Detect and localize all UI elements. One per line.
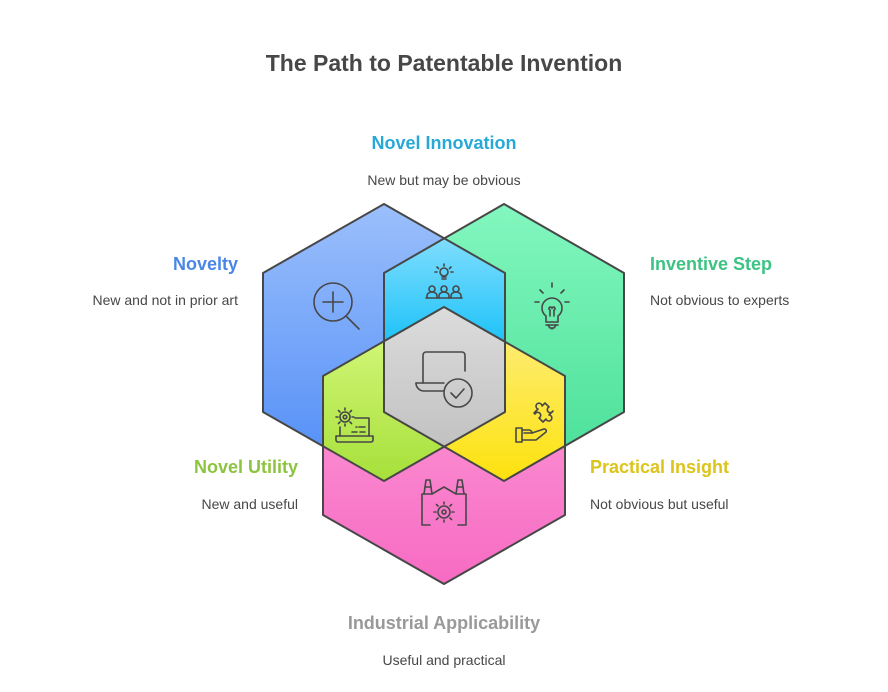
outline-industrial-applicability [322, 306, 566, 585]
label-novel-utility: Novel Utility [193, 457, 298, 477]
region-patentable [384, 307, 505, 446]
region-practical-insight [444, 342, 565, 481]
label-practical-insight: Practical Insight [590, 457, 730, 477]
label-novel-innovation: Novel Innovation [371, 133, 517, 153]
desc-practical-insight: Not obvious but useful [590, 496, 729, 512]
outline-inventive-step [383, 203, 625, 482]
team-idea-icon [425, 263, 463, 299]
hand-puzzle-icon [515, 402, 554, 443]
label-inventive-step: Inventive Step [650, 254, 773, 274]
desc-inventive-step: Not obvious to experts [650, 292, 790, 308]
lightbulb-icon [534, 282, 570, 330]
region-novel-innovation [384, 238, 505, 342]
desc-novel-innovation: New but may be obvious [367, 172, 521, 188]
outline-novelty [262, 203, 506, 482]
label-novelty: Novelty [172, 254, 238, 274]
laptop-gear-icon [335, 407, 374, 443]
magnifier-plus-icon [313, 282, 360, 330]
desc-novelty: New and not in prior art [92, 292, 238, 308]
label-industrial-applicability: Industrial Applicability [347, 613, 541, 633]
factory-gear-icon [421, 479, 467, 526]
desc-novel-utility: New and useful [201, 496, 298, 512]
desc-industrial-applicability: Useful and practical [382, 652, 506, 668]
diagram-title: The Path to Patentable Invention [265, 50, 623, 76]
laptop-check-icon [415, 351, 473, 408]
